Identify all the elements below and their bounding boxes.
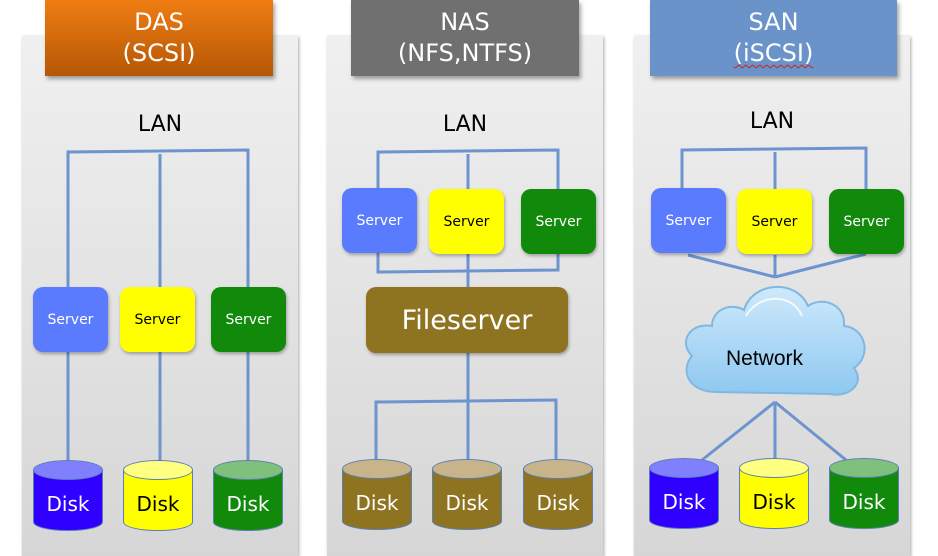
- server-label: Server: [134, 311, 181, 328]
- disk-label: Disk: [662, 490, 706, 514]
- disk-label: Disk: [445, 491, 489, 515]
- nas-lan-label: LAN: [442, 112, 488, 137]
- nas-server-2[interactable]: Server: [429, 189, 504, 254]
- san-header: SAN (iSCSI): [650, 0, 897, 76]
- fileserver-label: Fileserver: [401, 304, 533, 336]
- server-label: Server: [535, 213, 582, 230]
- san-network-disk3: [774, 400, 847, 462]
- das-disk-3[interactable]: Disk: [213, 460, 283, 540]
- disk-label: Disk: [226, 492, 270, 516]
- san-server-1[interactable]: Server: [651, 188, 726, 253]
- das-server-1[interactable]: Server: [33, 287, 108, 352]
- nas-subtitle: (NFS,NTFS): [397, 39, 533, 67]
- disk-label: Disk: [842, 490, 886, 514]
- nas-server-1[interactable]: Server: [342, 188, 417, 253]
- nas-header: NAS (NFS,NTFS): [351, 0, 579, 76]
- san-network-disk1: [701, 400, 776, 462]
- server-label: Server: [751, 213, 798, 230]
- san-disk-3[interactable]: Disk: [829, 458, 899, 538]
- san-subtitle: (iSCSI): [733, 39, 814, 67]
- server-label: Server: [843, 213, 890, 230]
- san-disk-1[interactable]: Disk: [649, 458, 719, 538]
- disk-label: Disk: [752, 490, 796, 514]
- das-disk-2[interactable]: Disk: [123, 460, 193, 540]
- das-lan-label: LAN: [137, 112, 183, 137]
- server-label: Server: [225, 311, 272, 328]
- das-server-2[interactable]: Server: [120, 287, 195, 352]
- das-lan-bus: [66, 148, 250, 300]
- das-title: DAS: [134, 8, 184, 36]
- nas-title: NAS: [440, 8, 490, 36]
- server-label: Server: [665, 212, 712, 229]
- server-label: Server: [443, 213, 490, 230]
- disk-label: Disk: [355, 491, 399, 515]
- das-subtitle: (SCSI): [122, 39, 196, 67]
- nas-server-3[interactable]: Server: [521, 189, 596, 254]
- network-cloud-icon[interactable]: [676, 272, 876, 412]
- nas-disk-2[interactable]: Disk: [432, 459, 502, 539]
- disk-label: Disk: [536, 491, 580, 515]
- san-lan-bus: [680, 146, 868, 200]
- san-disk-2[interactable]: Disk: [739, 458, 809, 538]
- san-server-2[interactable]: Server: [737, 189, 812, 254]
- san-server-3[interactable]: Server: [829, 189, 904, 254]
- san-lan-label: LAN: [749, 109, 795, 134]
- server-label: Server: [356, 212, 403, 229]
- san-server3-network: [774, 252, 867, 279]
- disk-label: Disk: [46, 492, 90, 516]
- das-disk-1[interactable]: Disk: [33, 460, 103, 540]
- das-header: DAS (SCSI): [45, 0, 273, 76]
- nas-lan-bus: [376, 148, 560, 200]
- nas-disk-bus: [374, 398, 558, 460]
- das-server-3[interactable]: Server: [211, 287, 286, 352]
- disk-label: Disk: [136, 492, 180, 516]
- nas-fileserver[interactable]: Fileserver: [366, 287, 568, 353]
- network-label: Network: [726, 347, 804, 370]
- nas-disk-3[interactable]: Disk: [523, 459, 593, 539]
- san-server1-network: [687, 253, 776, 279]
- san-title: SAN: [748, 8, 799, 36]
- server-label: Server: [47, 311, 94, 328]
- nas-disk-1[interactable]: Disk: [342, 459, 412, 539]
